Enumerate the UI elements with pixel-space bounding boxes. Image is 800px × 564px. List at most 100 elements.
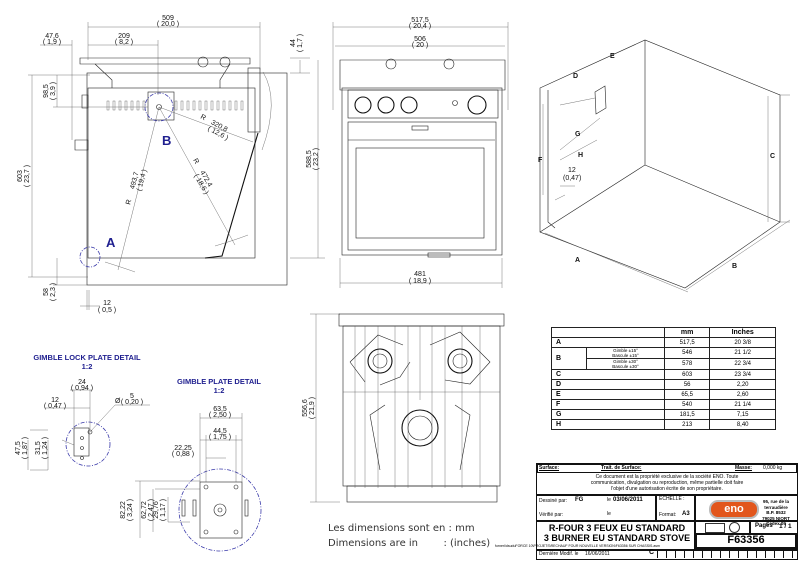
dim-table-rows-0-in: 20 3/8 [709, 337, 776, 348]
projection-symbol-icon [705, 523, 725, 533]
title-block-trait-label: Trait. de Surface: [601, 465, 642, 471]
side-view-r2: R [191, 158, 200, 166]
iso-view-labels-5: F [538, 157, 543, 164]
plate-detail-w2: 44,5 [213, 428, 227, 435]
side-view-r3-val: 493,7 [129, 171, 140, 190]
side-view-w-base-in: ( 0,5 ) [98, 307, 116, 314]
front-view-w-bottom: 481 [414, 271, 426, 278]
plate-detail-h2-in: ( 2,47 ) [148, 499, 155, 521]
title-block-le-label: le [607, 497, 611, 503]
dim-table-rows-4-in: 2,60 [709, 389, 776, 400]
title-block: Surface: Trait. de Surface: Masse: 0,000… [495, 463, 798, 560]
side-view-h-rail: 44 [290, 39, 297, 47]
dim-table-rows-1-sub2b: Bascule ±30° [612, 364, 639, 369]
front-view-h: 588,5 [306, 150, 313, 168]
lock-detail-scale: 1:2 [82, 362, 93, 371]
side-view-label-b: B [162, 133, 171, 148]
iso-view-labels-7: H [578, 152, 583, 159]
side-view-h-pivot-in: ( 3,9 ) [50, 82, 57, 100]
side-view-w-handle-in: ( 1,9 ) [43, 39, 61, 46]
lock-detail-w1-in: ( 0,94 ) [71, 385, 93, 392]
title-block-masse-label: Masse: [735, 465, 752, 471]
lock-detail-h2-in: ( 1,24 ) [42, 437, 49, 459]
lock-detail-title: GIMBLE LOCK PLATE DETAIL [33, 353, 141, 362]
gimble-plate-detail: GIMBLE PLATE DETAIL 1:2 63,5 ( 2,50 ) 44… [120, 377, 262, 552]
plate-detail-w3: 22,25 [174, 445, 192, 452]
dim-table-rows-1-in1: 21 1/2 [709, 347, 776, 359]
side-view-r1: R [199, 114, 207, 123]
lock-detail-dia-in: ( 0,20 ) [121, 399, 143, 406]
title-block-dessine-label: Dessiné par: [539, 498, 568, 504]
dim-table-rows-1-sub1: Gimble ±15° [613, 348, 638, 353]
side-view-w-total: 509 [162, 15, 174, 22]
vent-slots [106, 100, 244, 111]
dim-table-rows-1-in2: 22 3/4 [709, 358, 776, 370]
dim-table-rows-7-in: 8,40 [709, 419, 776, 430]
projection-circle-icon [729, 522, 740, 533]
detail-a-circle [79, 246, 101, 268]
dim-table-rows-7-mm: 213 [663, 419, 711, 430]
iso-view-labels-2: C [770, 153, 775, 160]
title-block-last-mod-label: Dernière Modif. le [539, 551, 579, 557]
iso-view-labels-1: B [732, 263, 737, 270]
dim-table-rows-3-mm: 56 [663, 379, 711, 390]
dim-table-rows-5-mm: 540 [663, 399, 711, 410]
drawing-number: F63356 [727, 534, 765, 546]
dim-table-rows-0-mm: 517,5 [663, 337, 711, 348]
units-note-en: Dimensions are in : (inches) [328, 538, 490, 549]
plate-detail-w1-in: ( 2,50 ) [209, 412, 231, 419]
front-view-h-in: ( 23,2 ) [313, 148, 320, 170]
title-block-pages-label: Pages [755, 523, 773, 529]
iso-view-labels-3: D [573, 73, 578, 80]
title-block-verifie-label: Vérifié par: [539, 512, 564, 518]
plate-detail-h1-in: ( 3,24 ) [127, 499, 134, 521]
side-view-h-total-in: ( 23,7 ) [24, 165, 31, 187]
lock-detail-h1: 47,5 [15, 441, 22, 455]
title-block-format-label: Format: [659, 512, 677, 518]
iso-view-dim-in: (0,47) [563, 175, 581, 182]
top-view: 556,6( 21,9 ) [302, 313, 505, 503]
side-view-h-base: 58 [43, 288, 50, 296]
revision-letter: C [649, 549, 655, 556]
side-view-r3-in: ( 19,4 ) [136, 169, 149, 192]
plate-detail-h3: 29,76 [153, 501, 160, 519]
ownership-notice: Ce document est la propriété exclusive d… [590, 474, 744, 492]
dim-table-rows-6-key: G [551, 409, 665, 420]
plate-detail-w1: 63,5 [213, 406, 227, 413]
title-block-dessine: FG [575, 497, 584, 503]
front-view-w-outer: 517,5 [411, 17, 429, 24]
plate-detail-h2: 62,72 [141, 501, 148, 519]
iso-view-labels-6: G [575, 131, 581, 138]
title-block-echelle-label: ECHELLE : [659, 496, 685, 502]
lock-detail-w2-in: ( 0,47 ) [44, 403, 66, 410]
file-path: forneri\dsuduFORCE 10\PROJETS\RECHAUF FO… [495, 544, 660, 548]
drawing-title-en: 3 BURNER EU STANDARD STOVE [543, 533, 691, 543]
side-view-w-total-in: ( 20,0 ) [157, 21, 179, 28]
top-view-h-in: ( 21,9 ) [309, 397, 316, 419]
front-view-w-bottom-in: ( 18,9 ) [409, 278, 431, 285]
lock-detail-dia: 5 [130, 393, 134, 400]
dim-table-rows-3-in: 2,20 [709, 379, 776, 390]
side-view-h-pivot: 98,5 [43, 84, 50, 98]
side-view-w-pivot-in: ( 8,2 ) [115, 39, 133, 46]
front-view-w-mid-in: ( 20 ) [412, 42, 428, 49]
dim-table-rows-3-key: D [551, 379, 665, 390]
plate-detail-title: GIMBLE PLATE DETAIL [177, 377, 261, 386]
plate-detail-h3-in: ( 1,17 ) [160, 499, 167, 521]
dim-table-rows-2-in: 23 3/4 [709, 369, 776, 380]
dim-table-rows-0-key: A [551, 337, 665, 348]
dim-table-rows-4-key: E [551, 389, 665, 400]
lock-detail-h1-in: ( 1,87 ) [22, 437, 29, 459]
title-block-masse: 0,000 kg [763, 465, 783, 471]
dim-table-headers-2: Inches [709, 327, 776, 338]
dim-table-rows-1-mm2: 578 [663, 358, 711, 370]
